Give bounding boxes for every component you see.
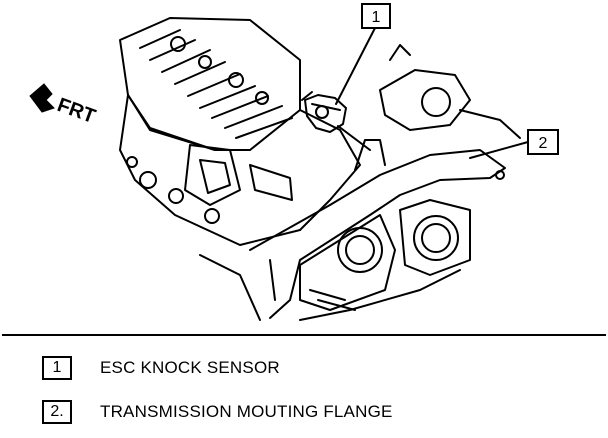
transmission-flange: [249, 139, 506, 319]
legend-item-1: 1 ESC KNOCK SENSOR: [42, 354, 280, 382]
callout-1-number: 1: [372, 9, 381, 26]
callout-2: 2: [527, 129, 559, 155]
callout-1: 1: [361, 3, 391, 29]
front-direction-indicator: FRT: [29, 83, 98, 128]
front-arrow-icon: [29, 83, 55, 113]
leader-line-2: [469, 141, 529, 159]
engine-diagram: FRT 1 2: [29, 3, 559, 321]
legend-item-2: 2. TRANSMISSION MOUTING FLANGE: [42, 398, 393, 426]
bracket-upper: [379, 44, 521, 139]
valve-cover: [119, 17, 301, 151]
legend-item-1-label: ESC KNOCK SENSOR: [100, 358, 280, 377]
lower-edge: [199, 254, 461, 321]
legend-item-1-number: 1: [42, 356, 72, 380]
callout-2-number: 2: [539, 135, 548, 152]
legend-item-2-label: TRANSMISSION MOUTING FLANGE: [100, 402, 393, 421]
legend-item-2-number: 2.: [42, 400, 72, 424]
legend-divider: [2, 334, 606, 336]
front-label: FRT: [54, 94, 98, 128]
leader-line-1: [335, 27, 376, 105]
knock-sensor: [301, 91, 371, 151]
